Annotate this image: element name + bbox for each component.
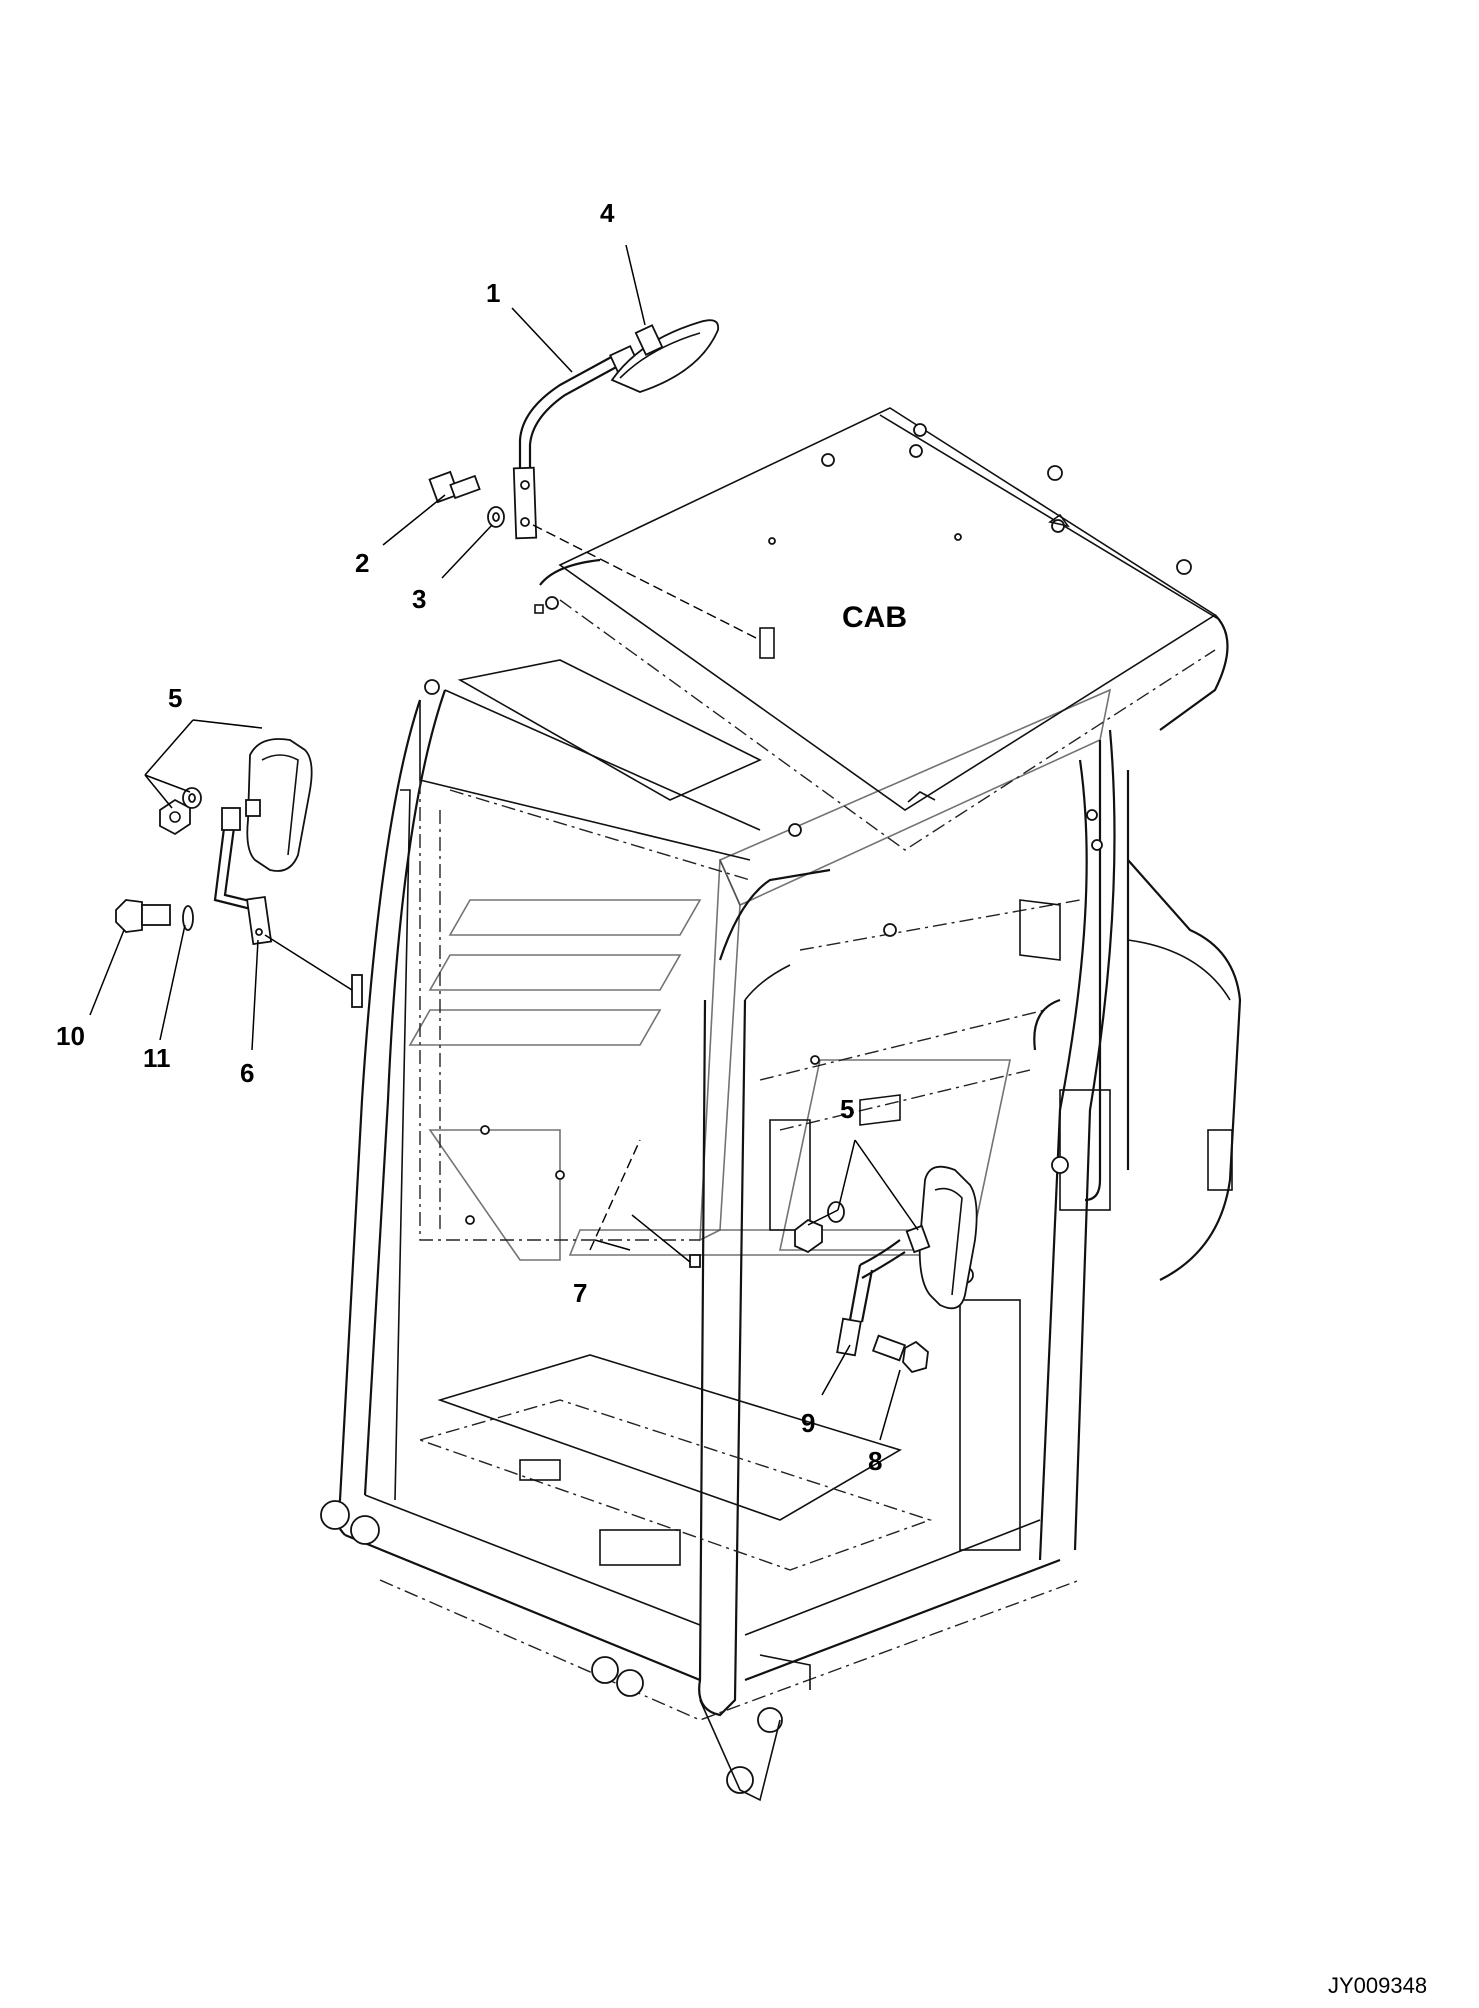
callout-10: 10 bbox=[56, 1021, 85, 1051]
callout-11: 11 bbox=[143, 1043, 171, 1073]
mirror-right bbox=[918, 1165, 978, 1310]
callout-5-left: 5 bbox=[168, 683, 182, 713]
bolt-part-2 bbox=[428, 470, 481, 504]
leader-lines bbox=[89, 244, 919, 1441]
washer-part-11 bbox=[182, 905, 194, 931]
nut-left bbox=[159, 798, 191, 836]
callout-8: 8 bbox=[868, 1446, 882, 1476]
washer-left bbox=[182, 787, 202, 809]
bolt-part-10 bbox=[115, 899, 171, 933]
mirror-stay-right bbox=[836, 1224, 931, 1357]
callout-4: 4 bbox=[600, 198, 615, 228]
bolt-part-8 bbox=[871, 1334, 929, 1374]
cab-roof bbox=[457, 407, 1229, 851]
mirror-head-top bbox=[610, 319, 720, 393]
mirror-stay-left bbox=[213, 799, 363, 1008]
cab-label: CAB bbox=[842, 601, 907, 634]
callout-1: 1 bbox=[486, 278, 500, 308]
mirror-left bbox=[246, 738, 313, 872]
watermark-logo bbox=[408, 688, 1112, 1261]
washer-part-3 bbox=[487, 506, 505, 528]
callout-6: 6 bbox=[240, 1058, 254, 1088]
callout-7: 7 bbox=[573, 1278, 587, 1308]
callout-9: 9 bbox=[801, 1408, 815, 1438]
callout-5-right: 5 bbox=[840, 1094, 854, 1124]
nut-right bbox=[794, 1218, 823, 1254]
callout-3: 3 bbox=[412, 584, 426, 614]
reference-code: JY009348 bbox=[1328, 1973, 1427, 1998]
cab-frame bbox=[320, 679, 1242, 1802]
callout-2: 2 bbox=[355, 548, 369, 578]
washer-right bbox=[827, 1201, 845, 1223]
